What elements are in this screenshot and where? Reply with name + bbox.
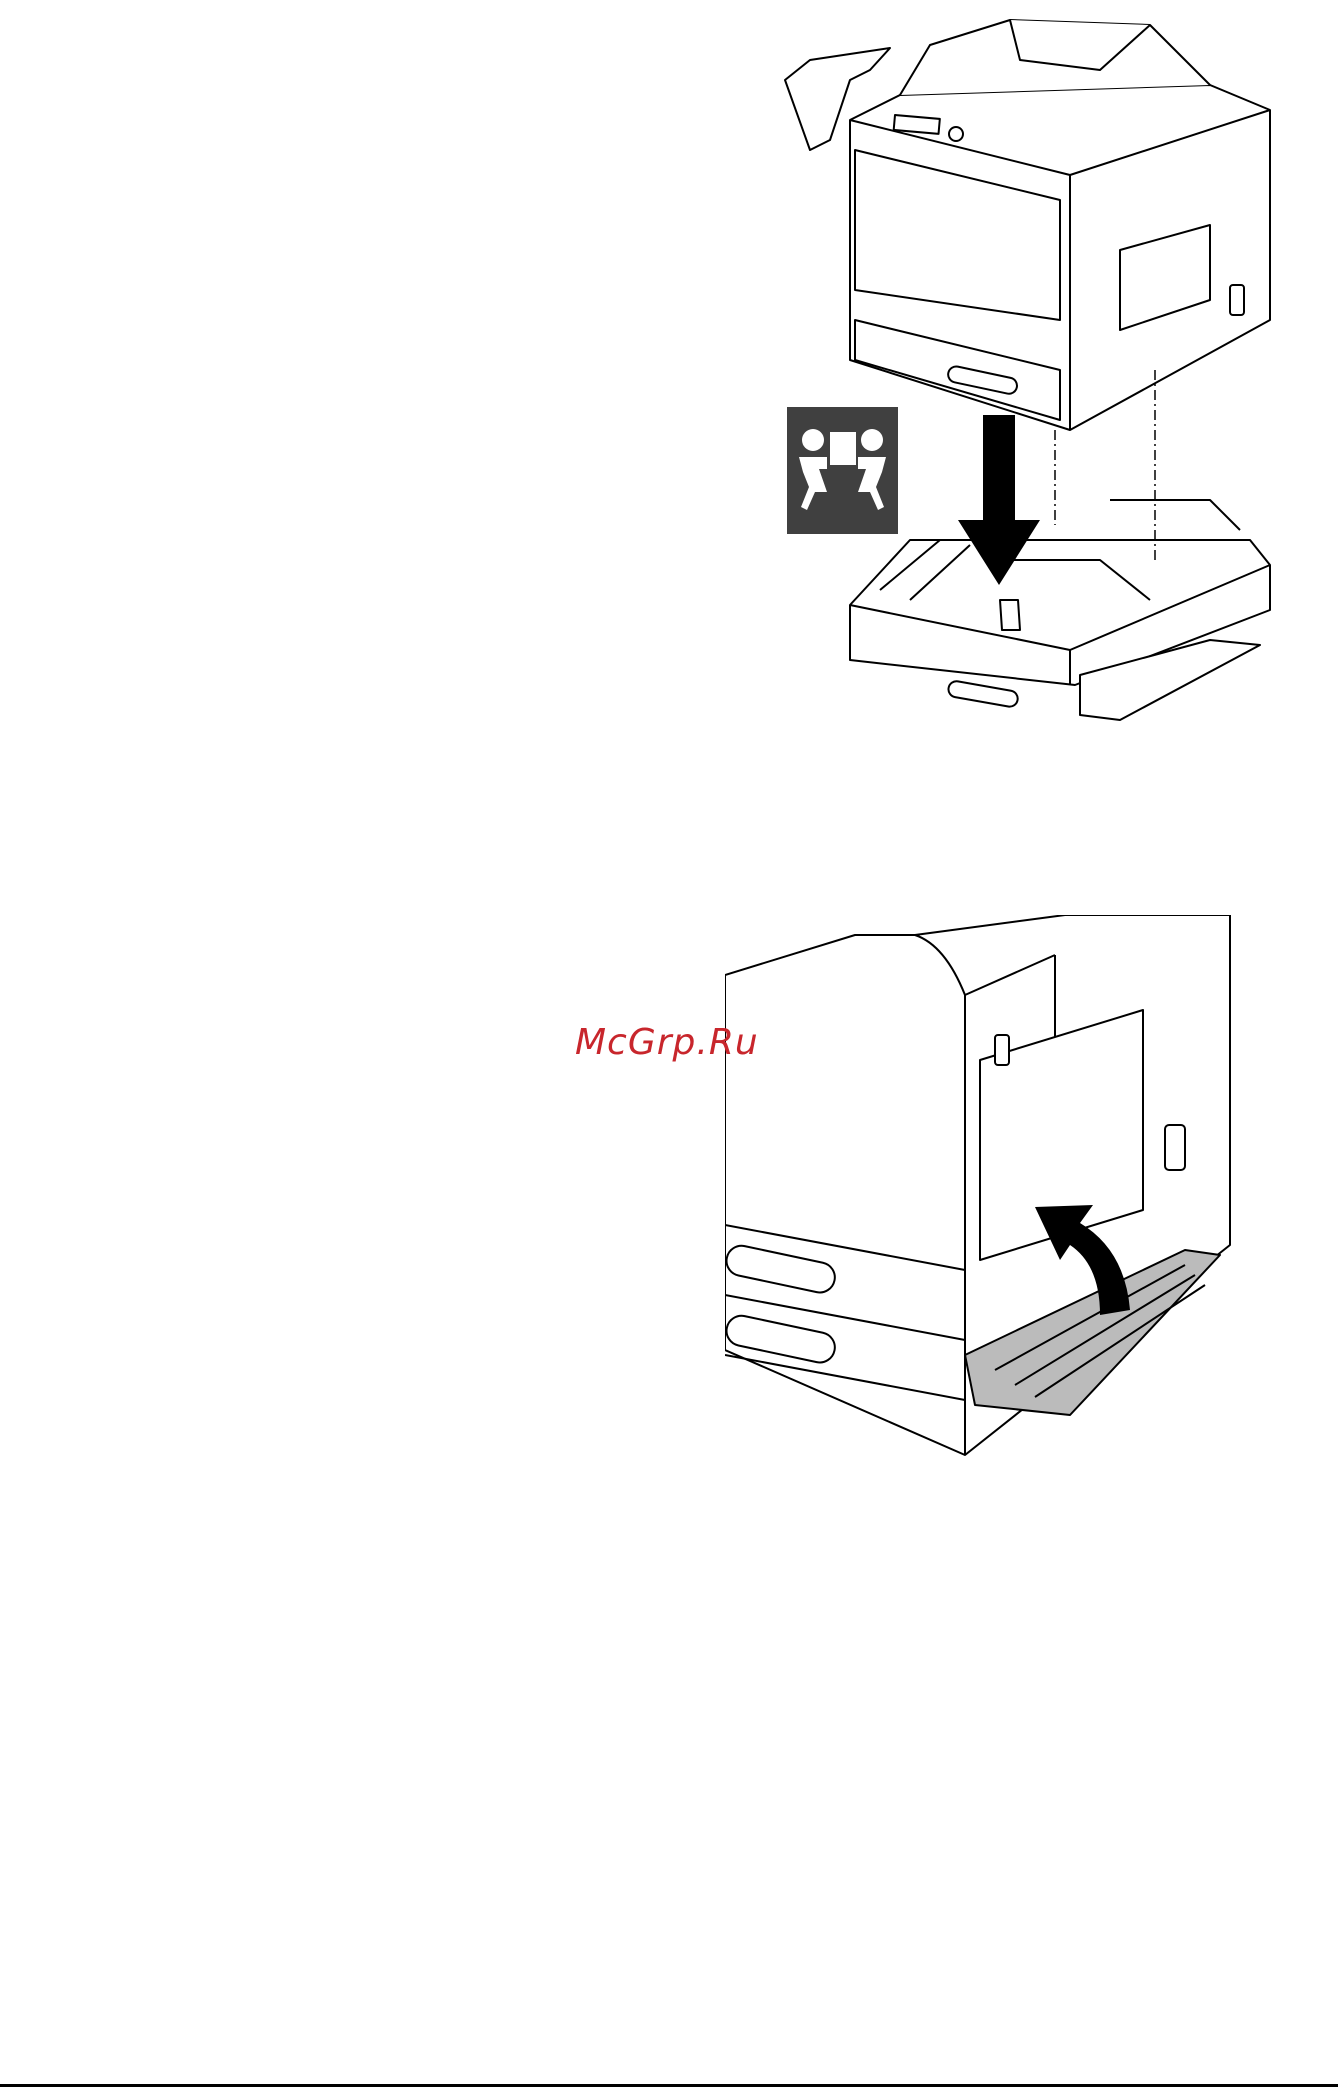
close-door-illustration <box>725 915 1245 1460</box>
watermark-text: McGrp.Ru <box>575 1022 759 1063</box>
printer-install-illustration <box>770 0 1330 770</box>
two-person-lift-warning-icon <box>787 407 898 534</box>
